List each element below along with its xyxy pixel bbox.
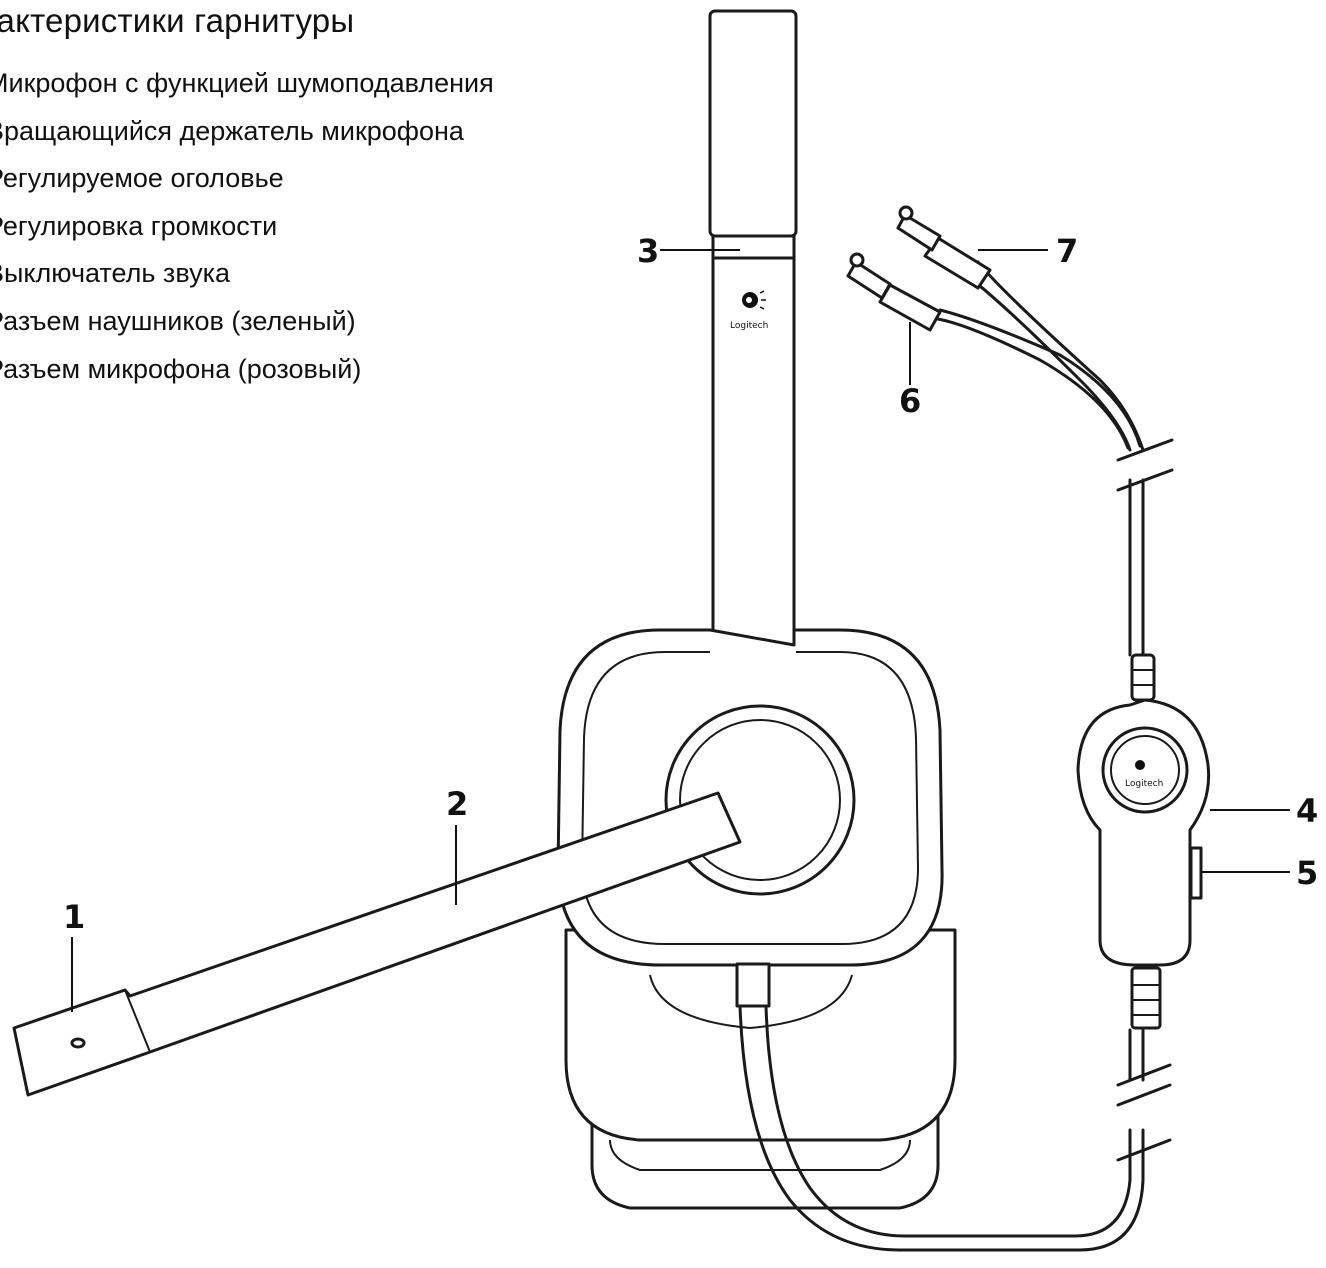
headband: Logitech <box>708 9 798 647</box>
callout-number: 1 <box>63 898 85 936</box>
ear-cushion <box>564 928 957 1210</box>
inline-volume-control: Logitech <box>1076 653 1211 1030</box>
feature-item: Разъем микрофона (розовый) <box>0 353 362 384</box>
feature-item: Регулируемое оголовье <box>0 163 284 194</box>
headband-logo-text: Logitech <box>730 321 768 331</box>
callout-number: 2 <box>446 785 468 823</box>
callout-number: 7 <box>1056 232 1078 270</box>
callout-1: 1 <box>63 898 85 1012</box>
callout-4: 4 <box>1210 792 1318 830</box>
plug-cables <box>928 260 1174 657</box>
feature-item: Разъем наушников (зеленый) <box>0 305 356 336</box>
feature-item: Регулировка громкости <box>0 210 278 241</box>
callout-number: 3 <box>637 232 659 270</box>
feature-item: Выключатель звука <box>0 258 230 289</box>
callout-2: 2 <box>446 785 468 905</box>
ear-cup <box>556 628 944 1008</box>
callout-number: 6 <box>899 382 921 420</box>
microphone-plug <box>846 252 942 332</box>
callout-6: 6 <box>899 322 921 420</box>
headset-cable <box>738 1004 1172 1252</box>
callout-3: 3 <box>637 232 740 270</box>
callout-number: 4 <box>1296 792 1318 830</box>
logitech-logo-icon: Logitech <box>730 290 768 331</box>
feature-item: Микрофон с функцией шумоподавления <box>0 68 494 98</box>
feature-item: Вращающийся держатель микрофона <box>0 115 464 146</box>
feature-list: Микрофон с функцией шумоподавления Враща… <box>0 60 494 393</box>
callout-number: 5 <box>1296 854 1318 892</box>
headphone-plug <box>896 205 992 290</box>
callout-5: 5 <box>1202 854 1318 892</box>
control-logo-text: Logitech <box>1125 779 1163 789</box>
callout-7: 7 <box>978 232 1078 270</box>
feature-heading: рактеристики гарнитуры <box>0 2 355 39</box>
microphone-boom <box>12 791 742 1097</box>
